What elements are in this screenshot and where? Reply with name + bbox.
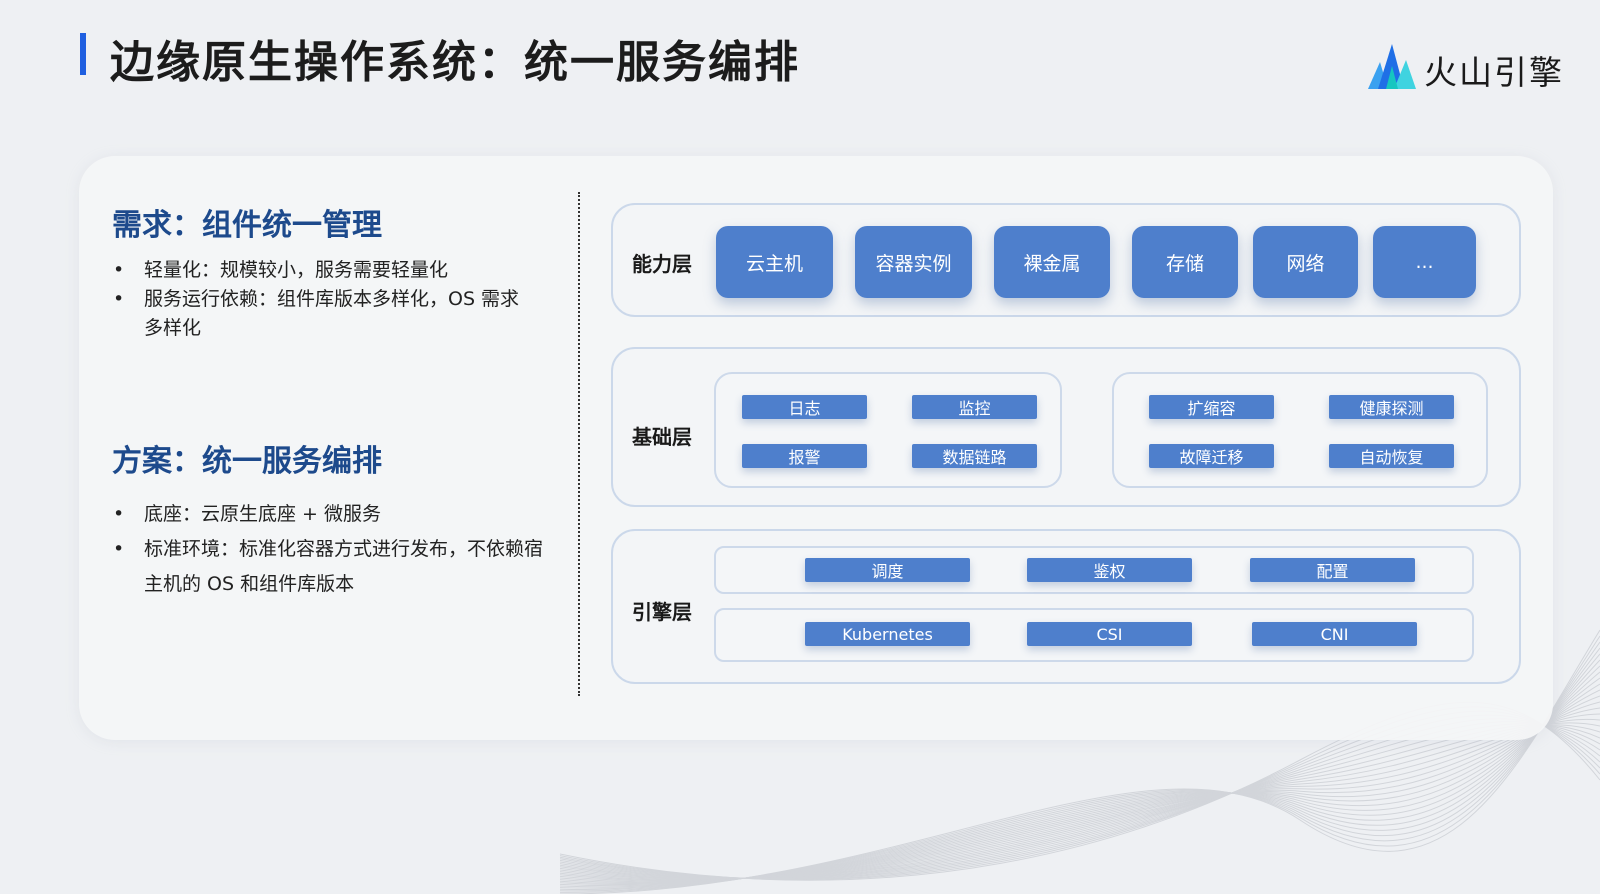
engine-chip: 调度 [805, 558, 970, 582]
foundation-chip: 故障迁移 [1149, 444, 1274, 468]
cap-item-network: 网络 [1253, 226, 1358, 298]
need-bullet-item: 服务运行依赖：组件库版本多样化，OS 需求多样化 [113, 285, 533, 343]
engine-chip: CNI [1252, 622, 1417, 646]
cap-item-storage: 存储 [1132, 226, 1238, 298]
cap-item-cloud-host: 云主机 [716, 226, 833, 298]
need-title: 需求：组件统一管理 [112, 208, 382, 243]
plan-bullet-list: 底座：云原生底座 + 微服务 标准环境：标准化容器方式进行发布，不依赖宿主机的 … [113, 497, 543, 602]
foundation-chip: 扩缩容 [1149, 395, 1274, 419]
foundation-chip: 监控 [912, 395, 1037, 419]
engine-chip: CSI [1027, 622, 1192, 646]
title-accent-bar [80, 33, 86, 75]
foundation-group-observability [714, 372, 1062, 488]
dotted-divider [578, 192, 580, 696]
engine-chip: Kubernetes [805, 622, 970, 646]
foundation-group-resilience [1112, 372, 1488, 488]
foundation-chip: 健康探测 [1329, 395, 1454, 419]
foundation-chip: 数据链路 [912, 444, 1037, 468]
plan-bullet-item: 底座：云原生底座 + 微服务 [113, 497, 543, 532]
engine-layer-label: 引擎层 [632, 600, 692, 624]
cap-item-more: ... [1373, 226, 1476, 298]
foundation-layer-label: 基础层 [632, 425, 692, 449]
foundation-chip: 自动恢复 [1329, 444, 1454, 468]
plan-title: 方案：统一服务编排 [112, 444, 382, 479]
need-bullet-list: 轻量化：规模较小，服务需要轻量化 服务运行依赖：组件库版本多样化，OS 需求多样… [113, 256, 533, 343]
plan-bullet-item: 标准环境：标准化容器方式进行发布，不依赖宿主机的 OS 和组件库版本 [113, 532, 543, 602]
page-title: 边缘原生操作系统：统一服务编排 [110, 37, 800, 88]
cap-item-container-instance: 容器实例 [855, 226, 972, 298]
brand-logo: 火山引擎 [1366, 38, 1566, 94]
engine-chip: 配置 [1250, 558, 1415, 582]
capability-layer-label: 能力层 [632, 252, 692, 276]
engine-chip: 鉴权 [1027, 558, 1192, 582]
cap-item-bare-metal: 裸金属 [994, 226, 1110, 298]
foundation-chip: 日志 [742, 395, 867, 419]
need-bullet-item: 轻量化：规模较小，服务需要轻量化 [113, 256, 533, 285]
brand-name: 火山引擎 [1424, 53, 1564, 92]
volcano-mountain-icon [1368, 44, 1416, 89]
foundation-chip: 报警 [742, 444, 867, 468]
